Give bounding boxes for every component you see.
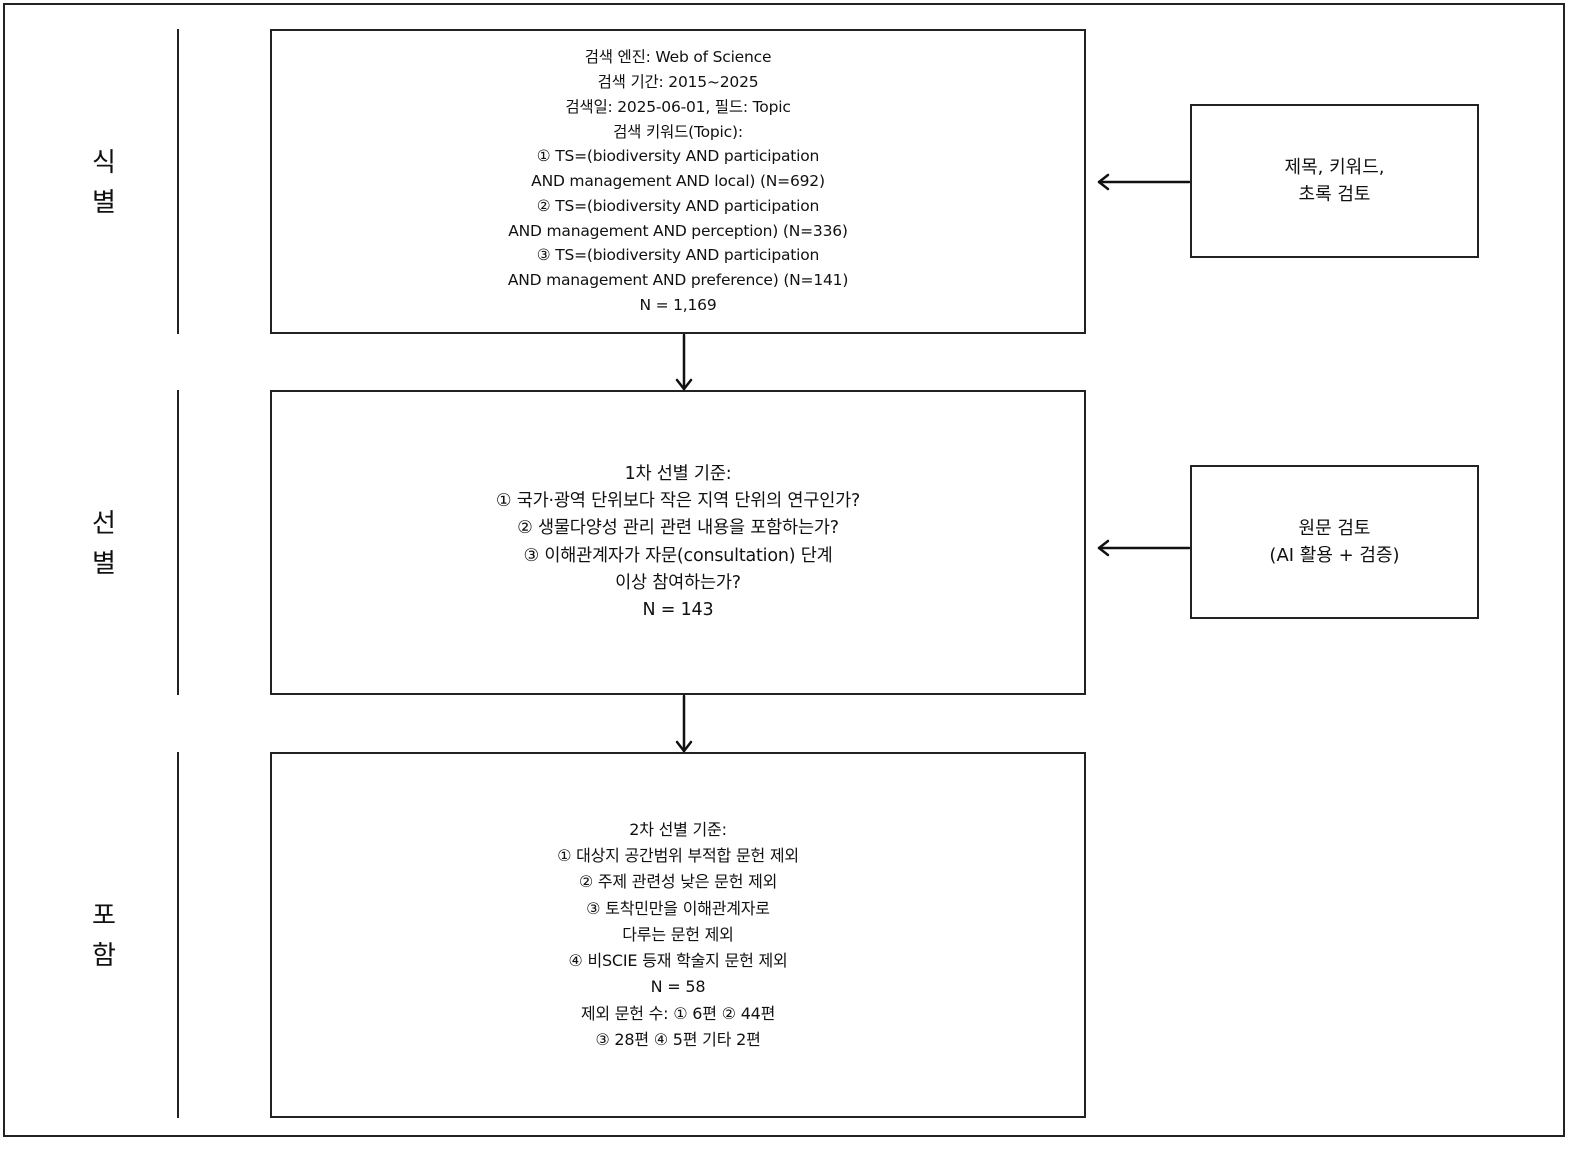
identify-line: 검색 엔진: Web of Science: [584, 48, 772, 67]
include-line: ① 대상지 공간범위 부적합 문헌 제외: [557, 846, 799, 866]
include-line: 2차 선별 기준:: [629, 820, 727, 840]
review1-line: 초록 검토: [1298, 184, 1371, 205]
screen-line: ③ 이해관계자가 자문(consultation) 단계: [523, 545, 833, 566]
include-line: ② 주제 관련성 낮은 문헌 제외: [578, 872, 778, 892]
identify-line: 검색 기간: 2015~2025: [597, 72, 759, 91]
identify-line: 검색 키워드(Topic):: [613, 122, 743, 141]
screen-line: ② 생물다양성 관리 관련 내용을 포함하는가?: [517, 518, 839, 539]
identify-line: ③ TS=(biodiversity AND participation: [536, 246, 820, 265]
identify-total: N = 1,169: [639, 296, 717, 315]
stage-label-screen-char1: 선: [92, 509, 116, 539]
inclusion-box: 2차 선별 기준: ① 대상지 공간범위 부적합 문헌 제외 ② 주제 관련성 …: [270, 752, 1086, 1118]
stage-label-identify-char2: 별: [92, 188, 116, 218]
arrow-screen-to-include: [675, 694, 693, 753]
identify-line: ① TS=(biodiversity AND participation: [536, 147, 820, 166]
screening-box: 1차 선별 기준: ① 국가·광역 단위보다 작은 지역 단위의 연구인가? ②…: [270, 390, 1086, 695]
arrow-identify-to-screen: [675, 333, 693, 391]
stage-divider-include: [177, 752, 179, 1118]
screen-line: 이상 참여하는가?: [615, 572, 741, 593]
identify-line: AND management AND local) (N=692): [531, 172, 825, 191]
include-total: N = 58: [650, 977, 706, 997]
review2-line: (AI 활용 + 검증): [1269, 545, 1400, 566]
screen-line: ① 국가·광역 단위보다 작은 지역 단위의 연구인가?: [495, 490, 861, 511]
fulltext-review-box: 원문 검토 (AI 활용 + 검증): [1190, 465, 1479, 619]
identify-line: 검색일: 2025-06-01, 필드: Topic: [565, 97, 791, 116]
screen-total: N = 143: [642, 600, 714, 621]
stage-label-include-char2: 함: [92, 941, 116, 971]
figure-frame: [3, 3, 1565, 1137]
arrow-review1-to-identify: [1097, 173, 1191, 191]
identify-line: ② TS=(biodiversity AND participation: [536, 196, 820, 215]
stage-label-include-char1: 포: [92, 901, 116, 931]
title-abstract-review-box: 제목, 키워드, 초록 검토: [1190, 104, 1479, 258]
stage-divider-screen: [177, 390, 179, 695]
identify-line: AND management AND preference) (N=141): [507, 271, 849, 290]
stage-label-identify-char1: 식: [92, 148, 116, 178]
stage-label-screen: 선 별: [74, 504, 134, 584]
stage-label-include: 포 함: [74, 896, 134, 976]
include-excluded-counts: ③ 28편 ④ 5편 기타 2편: [595, 1029, 761, 1049]
stage-divider-identify: [177, 29, 179, 334]
screen-line: 1차 선별 기준:: [624, 463, 732, 484]
include-line: 다루는 문헌 제외: [622, 924, 734, 944]
stage-label-screen-char2: 별: [92, 549, 116, 579]
include-excluded-counts: 제외 문헌 수: ① 6편 ② 44편: [580, 1003, 776, 1023]
identify-line: AND management AND perception) (N=336): [508, 221, 848, 240]
include-line: ④ 비SCIE 등재 학술지 문헌 제외: [568, 951, 788, 971]
review1-line: 제목, 키워드,: [1284, 157, 1385, 178]
include-line: ③ 토착민만을 이해관계자로: [586, 898, 770, 918]
stage-label-identify: 식 별: [74, 143, 134, 223]
identification-box: 검색 엔진: Web of Science 검색 기간: 2015~2025 검…: [270, 29, 1086, 334]
arrow-review2-to-screen: [1097, 539, 1191, 557]
review2-line: 원문 검토: [1298, 518, 1371, 539]
